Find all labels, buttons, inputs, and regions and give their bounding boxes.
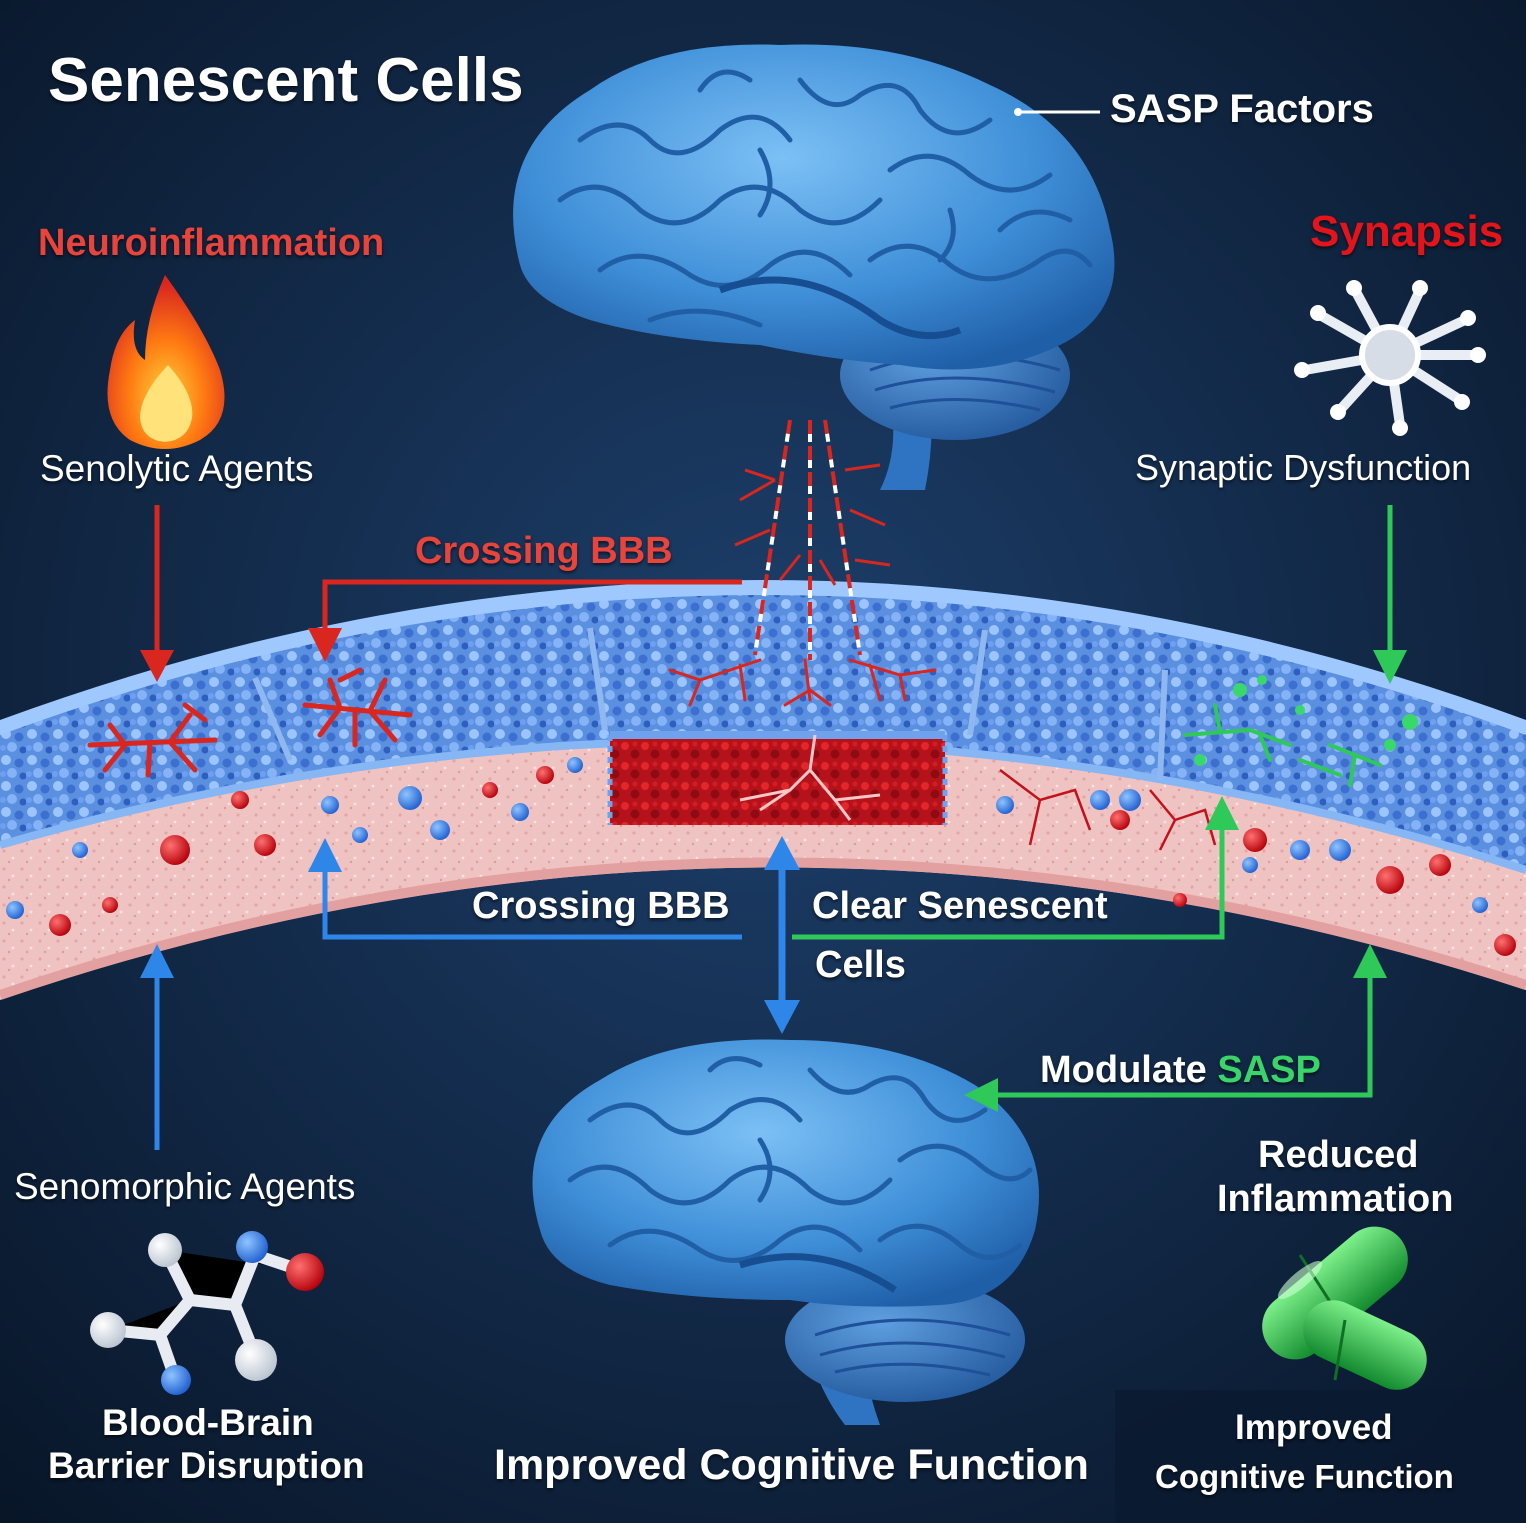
blue-particle <box>352 827 368 843</box>
blue-particle <box>567 757 583 773</box>
blue-particle <box>511 803 529 821</box>
center-double-arrow <box>764 836 800 1034</box>
diagram-title: Senescent Cells <box>48 46 524 115</box>
blue-particle <box>1119 789 1141 811</box>
blue-particle <box>996 796 1014 814</box>
synaptic-arrow <box>1373 505 1407 684</box>
label-crossing-bbb-bottom: Crossing BBB <box>472 885 730 927</box>
blue-particle <box>1472 897 1488 913</box>
bottom-right-panel <box>1115 1390 1526 1523</box>
label-bbb-disruption-line1: Blood-Brain <box>102 1402 314 1443</box>
red-particle <box>482 782 498 798</box>
bottom-brain <box>532 1039 1039 1425</box>
label-senomorphic-agents: Senomorphic Agents <box>14 1166 356 1207</box>
label-senolytic-agents: Senolytic Agents <box>40 448 314 489</box>
blue-particle <box>398 786 422 810</box>
red-particle <box>1110 810 1130 830</box>
blue-particle <box>6 901 24 919</box>
blue-particle <box>1290 840 1310 860</box>
label-modulate: Modulate <box>1040 1049 1207 1091</box>
label-synaptic-dysfunction: Synaptic Dysfunction <box>1135 447 1472 488</box>
crossing-bbb-bottom-arrow <box>308 838 742 940</box>
red-particle <box>102 897 118 913</box>
molecule-icon <box>90 1231 324 1395</box>
blue-particle <box>430 820 450 840</box>
label-modulate-sasp: Modulate SASP <box>1040 1051 1321 1089</box>
label-neuroinflammation: Neuroinflammation <box>38 222 385 264</box>
label-synapsis: Synapsis <box>1310 207 1504 256</box>
blood-brain-barrier-arc <box>0 580 1526 1000</box>
capsule-icon <box>1262 1226 1427 1390</box>
neuron-icon <box>1300 285 1480 430</box>
clear-senescent-arrow <box>792 796 1239 940</box>
senolytic-arrow <box>140 505 174 682</box>
label-clear-senescent-line1: Clear Senescent <box>812 885 1108 927</box>
label-improved-cognitive-center: Improved Cognitive Function <box>494 1441 1089 1489</box>
blue-particle <box>72 842 88 858</box>
blue-particle <box>1329 839 1351 861</box>
label-sasp: SASP <box>1217 1049 1321 1091</box>
red-particle <box>536 766 554 784</box>
fire-icon <box>107 275 225 449</box>
label-sasp-factors: SASP Factors <box>1110 87 1374 131</box>
red-particle <box>1376 866 1404 894</box>
crossing-bbb-top-arrow <box>308 579 742 662</box>
top-brain <box>513 44 1115 490</box>
red-particle <box>254 834 276 856</box>
label-improved-cognitive-right-line1: Improved <box>1235 1408 1393 1447</box>
label-bbb-disruption-line2: Barrier Disruption <box>48 1445 365 1486</box>
red-particle <box>1429 854 1451 876</box>
red-particle <box>1494 934 1516 956</box>
senomorphic-arrow <box>140 944 174 1150</box>
red-particle <box>49 914 71 936</box>
red-particle <box>1243 828 1267 852</box>
sasp-crossing-lines <box>734 419 891 660</box>
label-reduced-inflammation-line1: Reduced <box>1258 1134 1419 1176</box>
blue-particle <box>321 796 339 814</box>
red-particle <box>160 835 190 865</box>
red-particle <box>231 791 249 809</box>
label-clear-senescent-line2: Cells <box>815 944 906 986</box>
label-improved-cognitive-right-line2: Cognitive Function <box>1155 1458 1454 1495</box>
blue-particle <box>1090 790 1110 810</box>
red-particle <box>1173 893 1187 907</box>
modulate-sasp-arrow <box>964 944 1387 1112</box>
label-crossing-bbb-top: Crossing BBB <box>415 530 673 572</box>
label-reduced-inflammation-line2: Inflammation <box>1217 1178 1454 1220</box>
blue-particle <box>1242 857 1258 873</box>
